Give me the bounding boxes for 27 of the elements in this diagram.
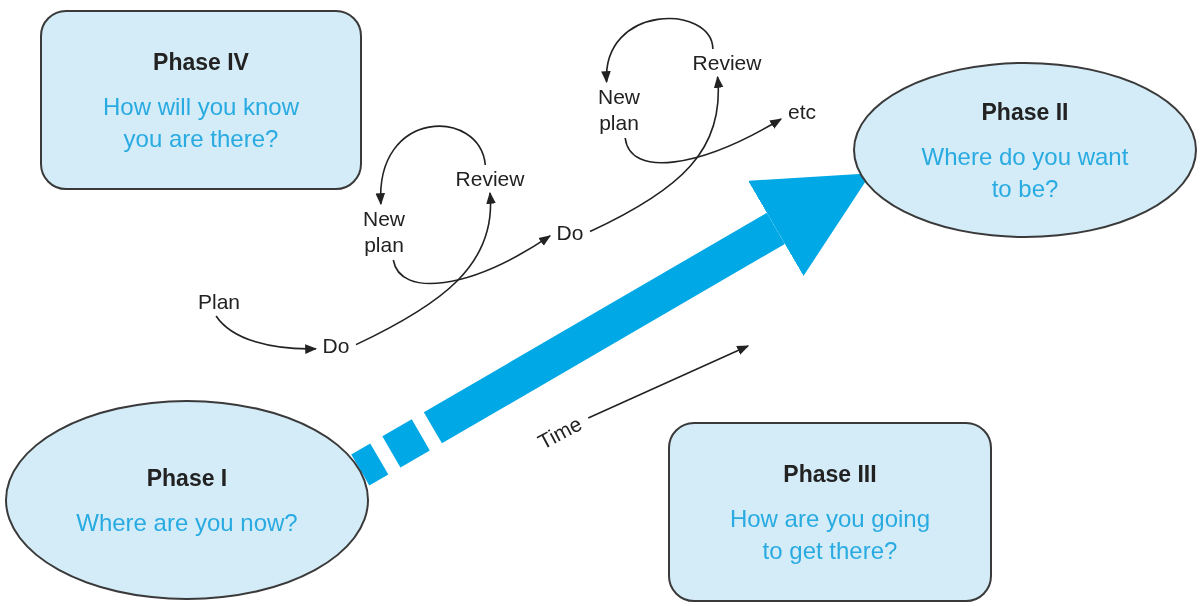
arrow — [376, 125, 487, 206]
phase-box — [668, 422, 992, 602]
arrow — [589, 75, 723, 233]
step-label: New plan — [353, 204, 415, 260]
phase-question: How are you going to get there? — [728, 504, 932, 567]
phase-title: Phase IV — [153, 47, 249, 77]
arrow — [602, 17, 714, 84]
phase-box — [40, 10, 362, 190]
arrow — [624, 118, 783, 164]
step-label: Do — [316, 332, 356, 360]
step-label: Time — [525, 405, 595, 461]
arrow — [587, 345, 750, 419]
phase-question: How will you know you are there? — [101, 92, 301, 155]
arrow — [392, 235, 551, 285]
phase-question: Where do you want to be? — [920, 142, 1130, 205]
phase-title: Phase I — [146, 463, 228, 493]
step-label: New plan — [588, 82, 650, 138]
step-label: Review — [680, 49, 774, 77]
step-label: etc — [781, 98, 823, 126]
step-label: Plan — [190, 288, 248, 316]
arrow — [215, 315, 318, 354]
phase-title: Phase III — [783, 459, 877, 489]
step-label: Do — [550, 219, 590, 247]
phase-title: Phase II — [981, 97, 1069, 127]
arrow — [355, 191, 496, 346]
phase-question: Where are you now? — [76, 508, 298, 539]
step-label: Review — [443, 165, 537, 193]
